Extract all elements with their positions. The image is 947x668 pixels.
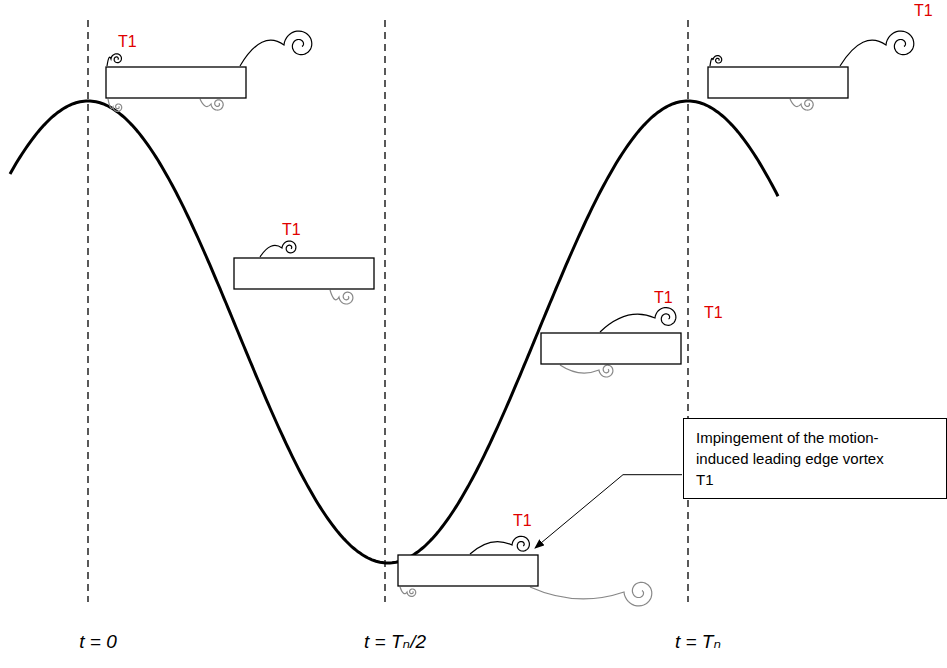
- time-marker: [384, 20, 385, 602]
- time-label: t = 0: [79, 632, 117, 651]
- vortex: [790, 99, 813, 110]
- vortex: [330, 290, 353, 304]
- vortex: [710, 56, 722, 66]
- vortex: [470, 536, 529, 554]
- vortex: [560, 365, 613, 377]
- vortex: [200, 99, 223, 110]
- section-model: [234, 258, 374, 289]
- vortex: [400, 587, 416, 596]
- time-label: t = Tₙ: [675, 632, 721, 651]
- vortex-label: T1: [118, 34, 137, 50]
- vortex: [840, 31, 914, 66]
- vortex: [240, 31, 312, 66]
- section-model: [398, 555, 538, 586]
- vortex-label: T1: [704, 305, 723, 321]
- vortex: [600, 308, 676, 332]
- vortex: [260, 241, 296, 257]
- vortex: [530, 582, 652, 606]
- time-marker: [687, 20, 688, 602]
- section-model: [106, 67, 246, 98]
- vortex-label: T1: [914, 3, 933, 19]
- callout-text: Impingement of the motion-induced leadin…: [696, 427, 886, 490]
- vortex: [107, 54, 121, 66]
- displacement-curve: [10, 101, 778, 563]
- vortex-label: T1: [654, 290, 673, 306]
- vortex: [108, 99, 122, 111]
- time-marker: [87, 20, 88, 602]
- section-model: [708, 67, 848, 98]
- time-label: t = Tₙ/2: [364, 632, 426, 651]
- section-model: [541, 333, 681, 364]
- leader-arrow: [535, 475, 682, 548]
- vortex-label: T1: [513, 513, 532, 529]
- callout-box: Impingement of the motion-induced leadin…: [683, 418, 947, 499]
- vortex-label: T1: [282, 222, 301, 238]
